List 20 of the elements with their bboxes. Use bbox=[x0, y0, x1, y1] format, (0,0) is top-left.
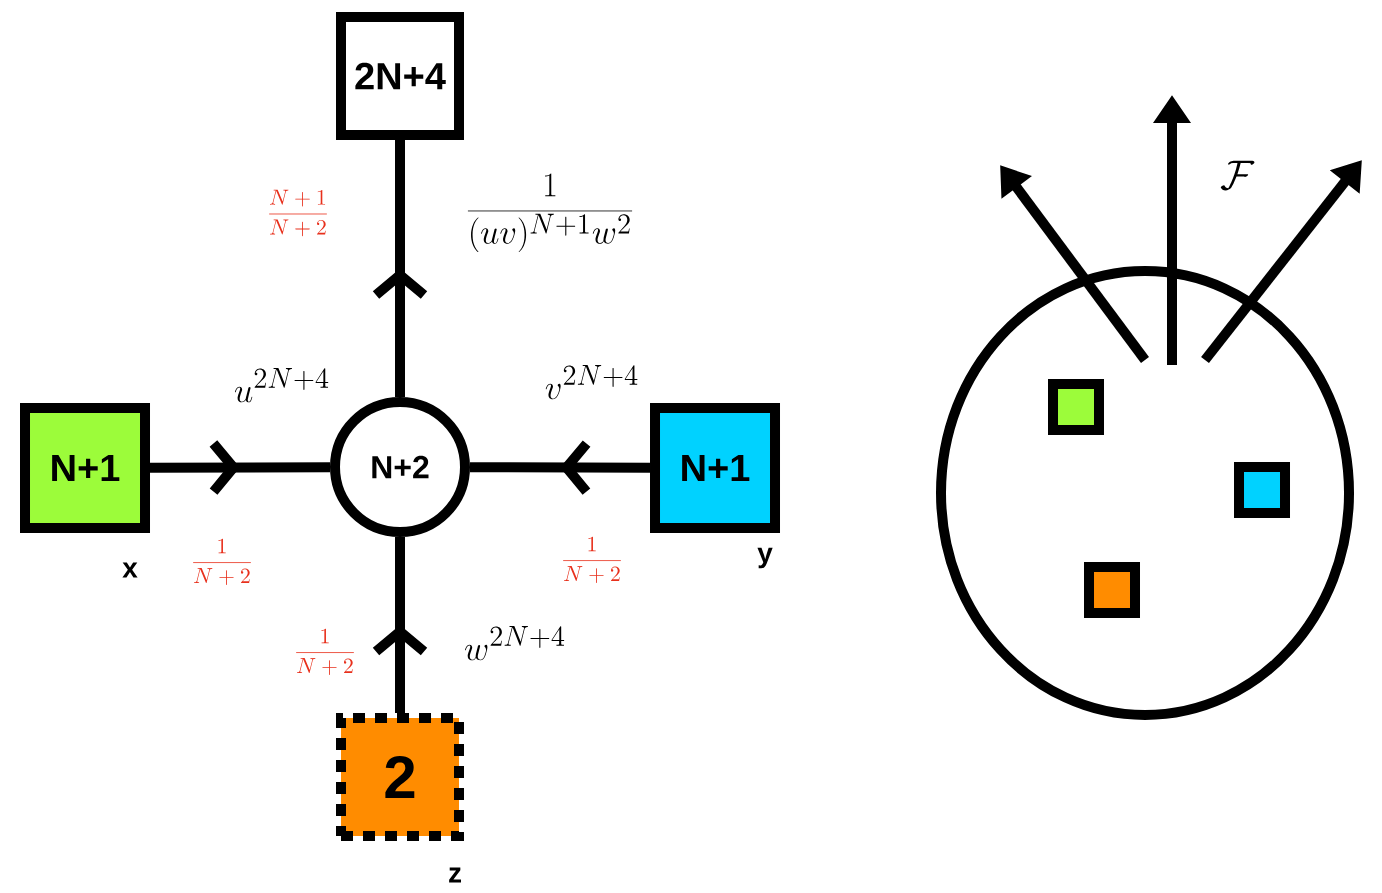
edge-label: $v^{2N+4}$ bbox=[545, 365, 638, 400]
charge-label: $\frac{1}{N+2}$ bbox=[563, 536, 621, 583]
edge-label: $w^{2N+4}$ bbox=[465, 626, 565, 661]
gauge-box: 2N+4 bbox=[336, 12, 464, 140]
region-circle bbox=[936, 266, 1354, 720]
node-caption: z bbox=[449, 867, 461, 883]
flavor-box: 2 bbox=[336, 713, 464, 841]
flavor-box: N+1 bbox=[650, 403, 780, 533]
node-caption: x bbox=[122, 562, 138, 578]
symbol-label: $\mathcal{F}$ bbox=[1220, 160, 1255, 191]
charge-label: $\frac{1}{N+2}$ bbox=[296, 628, 354, 675]
small-square bbox=[1084, 562, 1140, 618]
charge-label: $\frac{N+1}{N+2}$ bbox=[269, 189, 327, 237]
edge-label: $u^{2N+4}$ bbox=[234, 368, 329, 403]
charge-label: $\frac{1}{N+2}$ bbox=[193, 538, 251, 585]
flavor-box: N+1 bbox=[20, 403, 150, 533]
edge-label: $\frac{1}{(uv)^{N+1}w^2}$ bbox=[467, 173, 633, 253]
small-square bbox=[1048, 379, 1104, 435]
small-square bbox=[1234, 462, 1290, 518]
node-caption: y bbox=[757, 547, 773, 569]
